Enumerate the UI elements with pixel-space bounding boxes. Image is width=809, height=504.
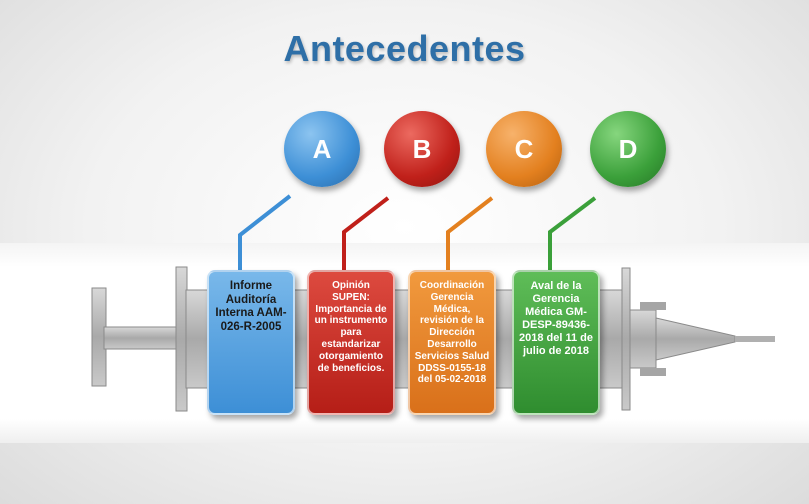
connector-a [238, 194, 292, 270]
letter-circle-d: D [590, 111, 666, 187]
connector-d [548, 196, 597, 270]
box-b: Opinión SUPEN: Importancia de un instrum… [307, 270, 395, 415]
box-d: Aval de la Gerencia Médica GM-DESP-89436… [512, 270, 600, 415]
box-c: Coordinación Gerencia Médica, revisión d… [408, 270, 496, 415]
box-a: Informe Auditoría Interna AAM-026-R-2005 [207, 270, 295, 415]
nozzle-cone [655, 317, 736, 361]
box-d-text: Aval de la Gerencia Médica GM-DESP-89436… [519, 280, 593, 357]
nozzle-cap [640, 302, 666, 310]
box-c-text: Coordinación Gerencia Médica, revisión d… [414, 280, 490, 386]
nozzle-base [629, 309, 657, 369]
page-title: Antecedentes [283, 28, 526, 69]
letter-circle-c: C [486, 111, 562, 187]
letter-circle-a: A [284, 111, 360, 187]
box-b-text: Opinión SUPEN: Importancia de un instrum… [314, 280, 388, 374]
barrel-end [621, 267, 631, 411]
barrel-flange [175, 266, 188, 412]
box-a-text: Informe Auditoría Interna AAM-026-R-2005 [215, 280, 287, 333]
letter-circle-b: B [384, 111, 460, 187]
connector-b [342, 196, 390, 270]
needle [735, 336, 775, 342]
nozzle-cap-bottom [640, 368, 666, 376]
connector-c [446, 196, 494, 270]
